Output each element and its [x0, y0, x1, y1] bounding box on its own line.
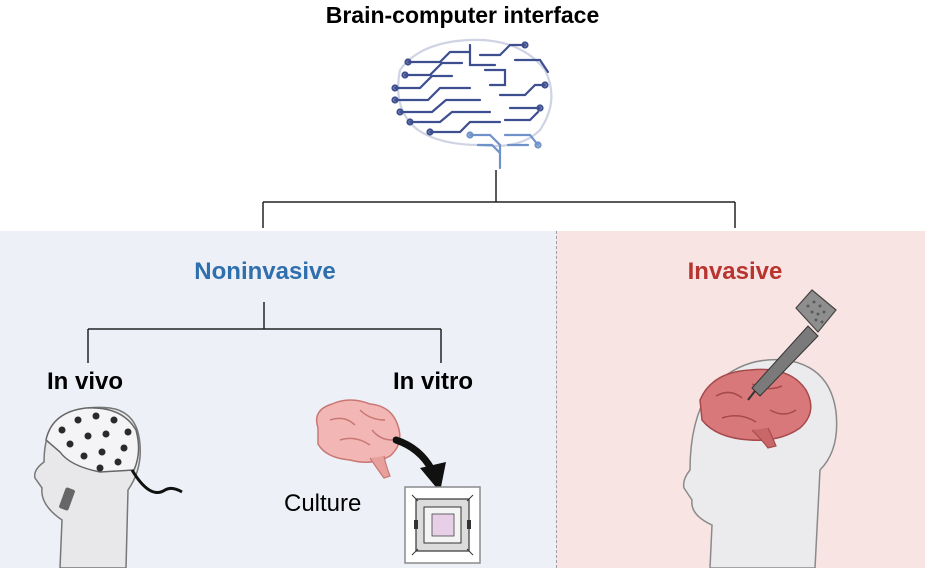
eeg-cap-head-icon	[33, 406, 183, 568]
brain-icon	[315, 399, 401, 479]
in-vitro-label: In vitro	[393, 368, 474, 395]
implant-probe-icon	[747, 289, 837, 401]
circuit-brain-icon	[391, 38, 553, 148]
diagram-title: Brain-computer interface	[325, 2, 600, 28]
arrow-icon	[392, 436, 446, 492]
in-vivo-label: In vivo	[47, 368, 124, 395]
microelectrode-array-chip-icon	[404, 486, 481, 564]
circuit-brainstem-icon	[466, 131, 542, 170]
culture-label: Culture	[284, 490, 362, 517]
connector-lines	[87, 170, 736, 363]
implant-head-icon	[682, 358, 838, 568]
noninvasive-heading: Noninvasive	[194, 258, 336, 285]
invasive-heading: Invasive	[687, 258, 783, 285]
panel-divider	[556, 231, 557, 568]
